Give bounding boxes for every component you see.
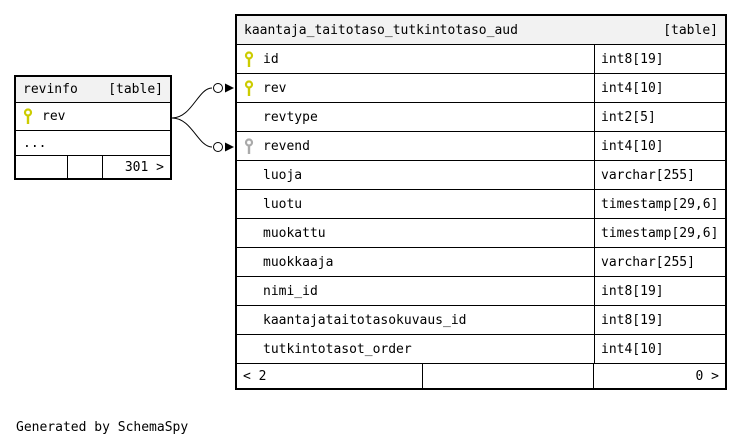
relationship-line-revend [171, 117, 213, 148]
column-name: revtype [263, 109, 318, 125]
table-row: muokattu timestamp[29,6] [237, 219, 725, 248]
column-type: timestamp[29,6] [601, 225, 719, 241]
relationship-arrowhead [225, 142, 234, 152]
table-footer: < 2 0 > [237, 364, 725, 388]
relationship-arrowhead [225, 83, 234, 93]
generator-note: Generated by SchemaSpy [16, 420, 189, 435]
column-name: muokattu [263, 225, 326, 241]
column-name: nimi_id [263, 283, 318, 299]
column-name: muokkaaja [263, 254, 334, 270]
table-title: revinfo [23, 82, 78, 97]
footer-middle-cell [68, 156, 103, 178]
child-count-cell: 0 > [695, 368, 719, 384]
table-header-revinfo[interactable]: revinfo [table] [16, 77, 170, 103]
relationship-circle-endpoint [213, 142, 223, 152]
column-type: int4[10] [601, 341, 664, 357]
table-row: luotu timestamp[29,6] [237, 190, 725, 219]
hidden-columns-ellipsis: ... [16, 131, 170, 156]
column-type: varchar[255] [601, 167, 695, 183]
child-count-cell: 301 > [124, 159, 164, 175]
primary-key-icon [244, 50, 263, 68]
table-row: luoja varchar[255] [237, 161, 725, 190]
foreign-key-icon [244, 137, 263, 155]
column-type: int4[10] [601, 80, 664, 96]
footer-middle-cell [423, 364, 594, 388]
table-title: kaantaja_taitotaso_tutkintotaso_aud [244, 22, 518, 38]
column-type: timestamp[29,6] [601, 196, 719, 212]
table-header-aud[interactable]: kaantaja_taitotaso_tutkintotaso_aud [tab… [237, 16, 725, 45]
column-type: int2[5] [601, 109, 656, 125]
table-kaantaja-taitotaso-tutkintotaso-aud: kaantaja_taitotaso_tutkintotaso_aud [tab… [235, 14, 727, 390]
table-row: rev int4[10] [237, 74, 725, 103]
table-revinfo: revinfo [table] rev ... 301 > [14, 75, 172, 180]
column-name: revend [263, 138, 310, 154]
table-row: revtype int2[5] [237, 103, 725, 132]
table-row: nimi_id int8[19] [237, 277, 725, 306]
primary-key-icon [244, 79, 263, 97]
column-name: tutkintotasot_order [263, 341, 412, 357]
column-type: int8[19] [601, 283, 664, 299]
column-type: int8[19] [601, 312, 664, 328]
column-name: rev [42, 109, 66, 124]
column-type: int4[10] [601, 138, 664, 154]
relationship-circle-endpoint [213, 83, 223, 93]
column-name: id [263, 51, 279, 67]
table-type-badge: [table] [663, 22, 718, 38]
column-name: luotu [263, 196, 303, 212]
column-type: int8[19] [601, 51, 664, 67]
table-row: revend int4[10] [237, 132, 725, 161]
table-row: tutkintotasot_order int4[10] [237, 335, 725, 364]
column-name: kaantajataitotasokuvaus_id [263, 312, 467, 328]
table-footer: 301 > [16, 156, 170, 178]
column-type: varchar[255] [601, 254, 695, 270]
table-type-badge: [table] [108, 82, 163, 97]
table-row: rev [16, 103, 170, 131]
column-name: luoja [263, 167, 303, 183]
column-name: rev [263, 80, 287, 96]
parent-count-cell: < 2 [237, 364, 423, 388]
table-row: muokkaaja varchar[255] [237, 248, 725, 277]
table-row: id int8[19] [237, 45, 725, 74]
parent-count-cell [16, 156, 68, 178]
relationship-line-rev [171, 87, 213, 119]
primary-key-icon [23, 108, 42, 125]
table-row: kaantajataitotasokuvaus_id int8[19] [237, 306, 725, 335]
